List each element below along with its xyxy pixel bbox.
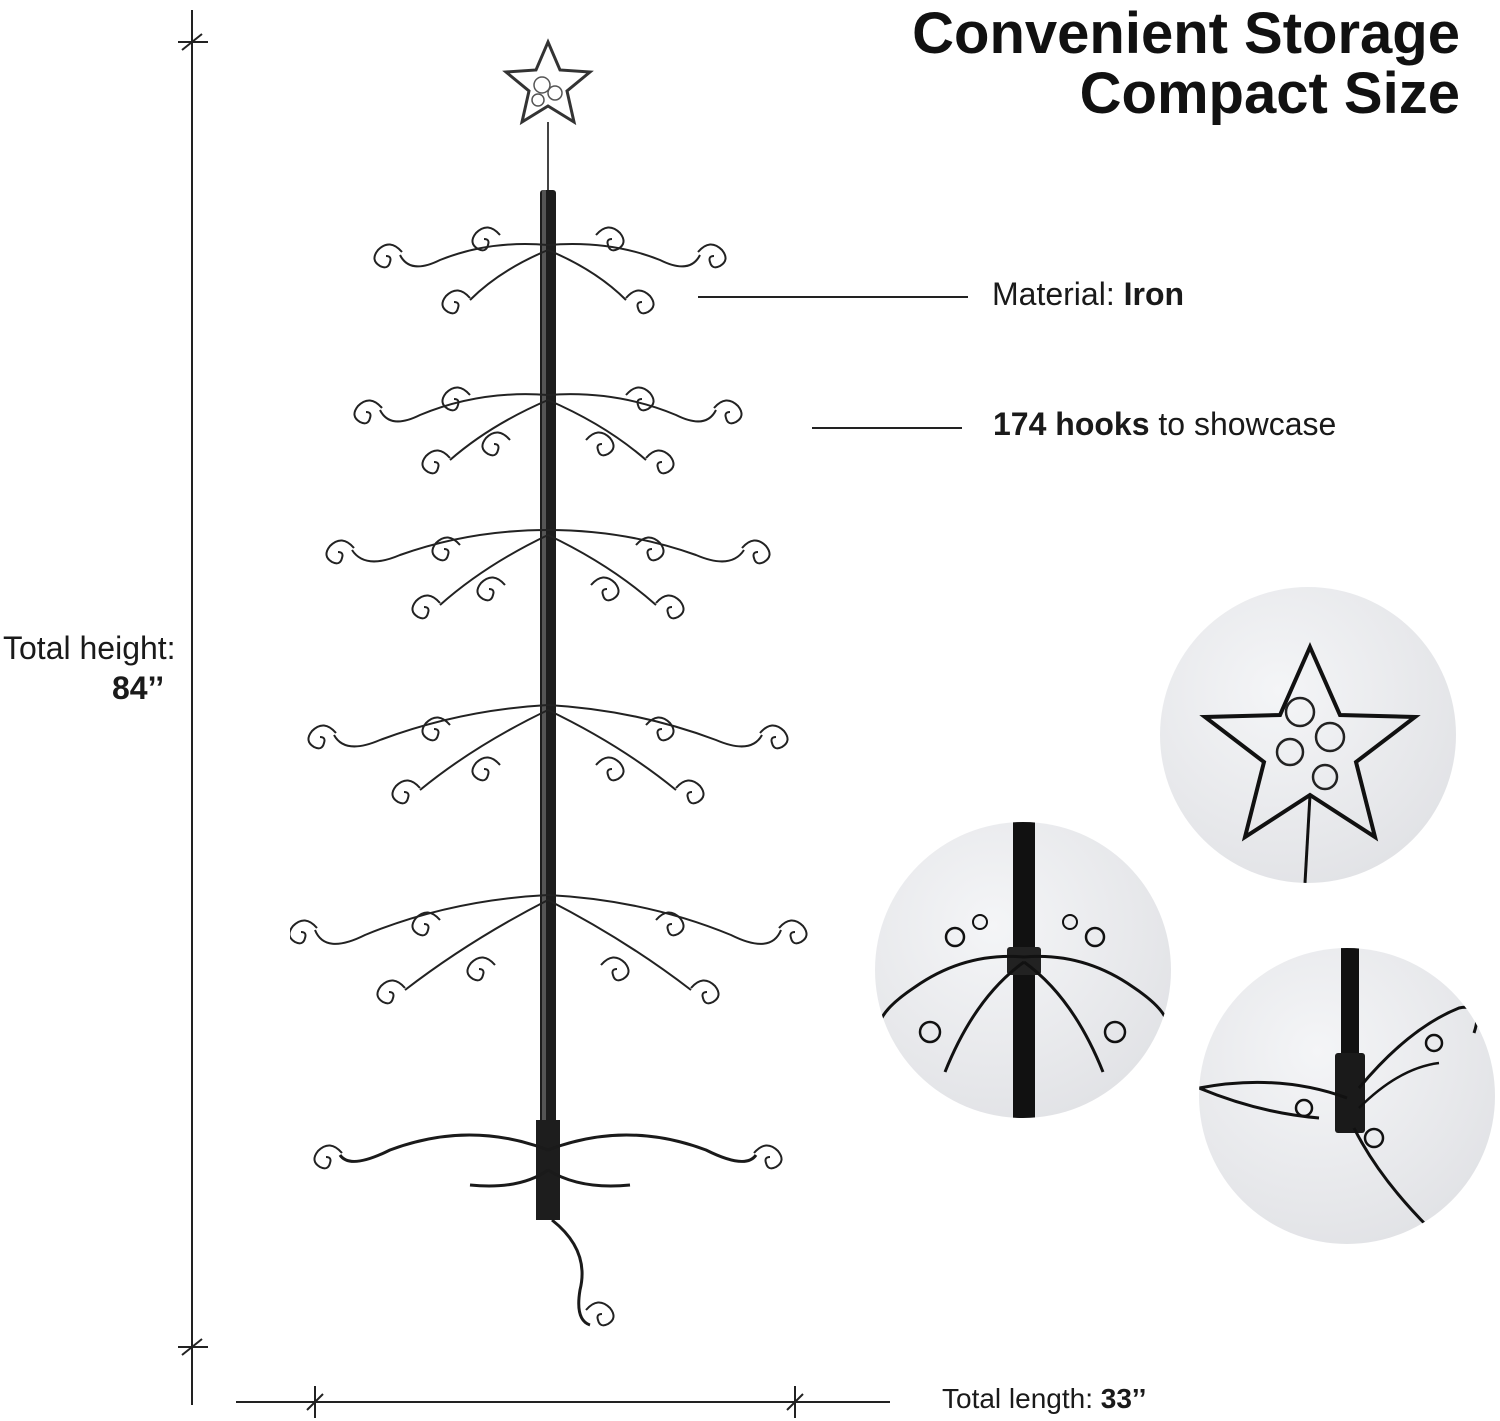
material-label: Material: Iron — [992, 276, 1184, 313]
height-dimension-line — [178, 10, 208, 1405]
length-value: 33’’ — [1100, 1383, 1147, 1414]
hooks-suffix: to showcase — [1149, 406, 1337, 442]
detail-star-topper — [1160, 587, 1456, 883]
hooks-leader-line — [812, 427, 962, 429]
tier-5-branches — [290, 894, 808, 1005]
metal-tree-illustration — [290, 38, 808, 1327]
height-value: 84’’ — [112, 670, 165, 706]
star-topper-closeup-icon — [1199, 642, 1421, 883]
material-prefix: Material: — [992, 276, 1124, 312]
title-line-1: Convenient Storage — [912, 1, 1460, 66]
star-topper-icon — [502, 38, 594, 190]
height-label: Total height: — [3, 630, 176, 666]
tier-3-branches — [325, 529, 771, 620]
detail-base-leg — [1199, 948, 1495, 1244]
tier-4-branches — [307, 704, 789, 805]
hooks-count: 174 hooks — [993, 406, 1150, 442]
hooks-label: 174 hooks to showcase — [993, 406, 1336, 443]
detail-branch-joint — [875, 822, 1171, 1118]
base-legs — [312, 1120, 784, 1327]
title-line-2: Compact Size — [1079, 61, 1460, 126]
length-dimension-line — [236, 1386, 890, 1418]
length-label-text: Total length: — [942, 1383, 1101, 1414]
length-label: Total length: 33’’ — [942, 1383, 1146, 1415]
branch-joint-closeup-icon — [878, 822, 1169, 1118]
base-leg-closeup-icon — [1199, 948, 1479, 1230]
material-value: Iron — [1123, 276, 1185, 312]
tier-1-branches — [373, 226, 727, 315]
tier-2-branches — [353, 386, 743, 475]
material-leader-line — [698, 296, 968, 298]
